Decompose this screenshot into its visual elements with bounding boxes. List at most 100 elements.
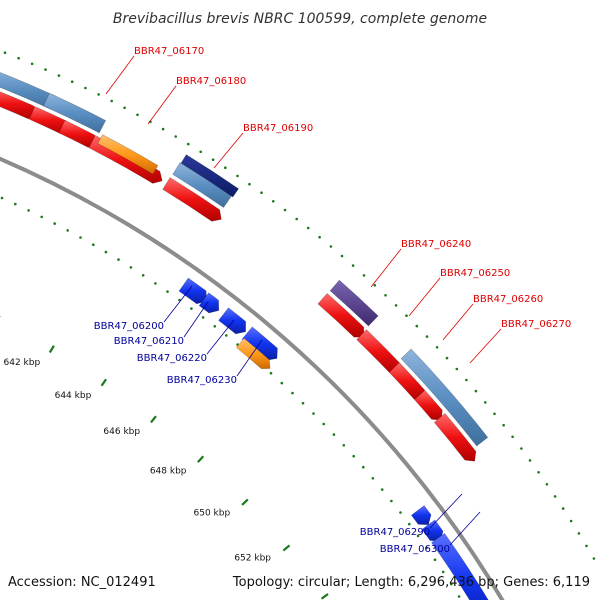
- gene-label-06250[interactable]: BBR47_06250: [440, 268, 510, 279]
- genome-summary-text: Topology: circular; Length: 6,296,436 bp…: [232, 575, 590, 590]
- gene-label-06260[interactable]: BBR47_06260: [473, 294, 543, 305]
- tick-dot: [537, 471, 540, 474]
- tick-dot: [390, 499, 393, 503]
- tick-mark: [282, 544, 291, 552]
- tick-dot: [394, 304, 398, 307]
- feature-cds-red[interactable]: [356, 329, 401, 374]
- tick-dot: [123, 106, 126, 110]
- leader-line: [442, 303, 474, 341]
- tick-dot: [465, 378, 468, 382]
- gene-label-06270[interactable]: BBR47_06270: [501, 319, 571, 330]
- feature-rna-orange[interactable]: [235, 337, 271, 370]
- tick-dot: [199, 150, 202, 154]
- gene-label-06230[interactable]: BBR47_06230: [167, 375, 237, 386]
- tick-dot: [174, 135, 177, 138]
- tick-dot: [592, 557, 596, 560]
- gene-label-06220[interactable]: BBR47_06220: [137, 353, 207, 364]
- tick-dot: [17, 56, 20, 60]
- feature-cds-red[interactable]: [317, 292, 365, 338]
- leader-line: [449, 511, 481, 546]
- tick-dot: [399, 511, 402, 514]
- feature-cds-red[interactable]: [162, 177, 222, 222]
- leader-line: [163, 285, 193, 323]
- tick-dot: [190, 307, 193, 310]
- tick-dot: [342, 444, 346, 447]
- tick-dot: [213, 325, 217, 328]
- gene-features: [0, 71, 500, 600]
- tick-dot: [154, 282, 157, 285]
- tick-dot: [352, 454, 356, 458]
- feature-cds-red[interactable]: [414, 389, 443, 421]
- tick-ring-dots: [0, 51, 600, 598]
- tick-mark: [150, 415, 157, 424]
- feature-cds-blue[interactable]: [431, 532, 500, 600]
- tick-dot: [433, 558, 437, 562]
- tick-dot: [110, 99, 113, 103]
- accession-text: Accession: NC_012491: [8, 575, 156, 590]
- tick-mark: [197, 455, 205, 463]
- feature-cds-blue[interactable]: [218, 307, 247, 335]
- tick-dot: [528, 459, 532, 462]
- tick-dot: [136, 113, 139, 117]
- tick-dot: [408, 522, 411, 526]
- tick-dot: [373, 284, 377, 287]
- tick-dot: [511, 435, 514, 439]
- tick-dot: [435, 346, 439, 349]
- tick-dot: [416, 534, 420, 538]
- tick-dot: [384, 294, 387, 297]
- map-title: Brevibacillus brevis NBRC 100599, comple…: [113, 11, 487, 27]
- tick-dot: [585, 544, 588, 548]
- genome-backbone: [0, 156, 505, 600]
- tick-dot: [201, 316, 205, 319]
- gene-label-06180[interactable]: BBR47_06180: [176, 76, 246, 87]
- leader-line: [236, 339, 263, 377]
- tick-dot: [44, 68, 47, 71]
- feature-cds-blue[interactable]: [410, 505, 432, 526]
- tick-dot: [161, 127, 165, 131]
- tick-dot: [166, 290, 169, 293]
- tick-dot: [117, 258, 120, 261]
- tick-dot: [545, 483, 549, 486]
- tick-dot: [57, 74, 61, 77]
- gene-label-06300[interactable]: BBR47_06300: [380, 544, 450, 555]
- gene-label-06240[interactable]: BBR47_06240: [401, 239, 471, 250]
- tick-dot: [269, 371, 273, 375]
- tick-dot: [236, 174, 239, 178]
- feature-band-light-blue[interactable]: [43, 92, 107, 134]
- tick-dot: [329, 245, 333, 248]
- tick-dot: [484, 401, 487, 404]
- tick-dot: [569, 519, 573, 523]
- gene-label-06170[interactable]: BBR47_06170: [134, 46, 204, 57]
- tick-dot: [318, 235, 321, 239]
- tick-dot: [92, 243, 95, 246]
- tick-dot: [502, 423, 505, 427]
- feature-cds-red[interactable]: [433, 412, 477, 462]
- feature-rna-orange[interactable]: [97, 134, 159, 175]
- feature-band-light-blue[interactable]: [172, 162, 232, 208]
- feature-cds-blue[interactable]: [178, 277, 207, 305]
- gene-labels-bottom: BBR47_06200 BBR47_06210 BBR47_06220 BBR4…: [94, 321, 450, 555]
- tick-dot: [79, 236, 82, 239]
- gene-label-06290[interactable]: BBR47_06290: [360, 527, 430, 538]
- tick-dot: [441, 570, 445, 574]
- feature-navy[interactable]: [180, 154, 239, 198]
- gene-label-06190[interactable]: BBR47_06190: [243, 123, 313, 134]
- feature-purple[interactable]: [329, 279, 379, 327]
- tick-label: 644 kbp: [55, 391, 92, 401]
- leader-line: [408, 277, 441, 317]
- tick-mark: [320, 593, 329, 600]
- feature-band-light-blue[interactable]: [400, 348, 489, 447]
- tick-dot: [272, 200, 275, 203]
- tick-dot: [493, 412, 496, 416]
- tick-label: 642 kbp: [4, 358, 41, 368]
- tick-dot: [425, 546, 428, 550]
- tick-label: 646 kbp: [103, 427, 140, 437]
- gene-label-06200[interactable]: BBR47_06200: [94, 321, 164, 332]
- tick-dot: [211, 158, 215, 161]
- gene-labels-top: BBR47_06170 BBR47_06180 BBR47_06190 BBR4…: [134, 46, 571, 330]
- tick-dot: [248, 182, 251, 186]
- gene-label-06210[interactable]: BBR47_06210: [114, 336, 184, 347]
- tick-dot: [40, 215, 43, 219]
- tick-dot: [362, 274, 366, 277]
